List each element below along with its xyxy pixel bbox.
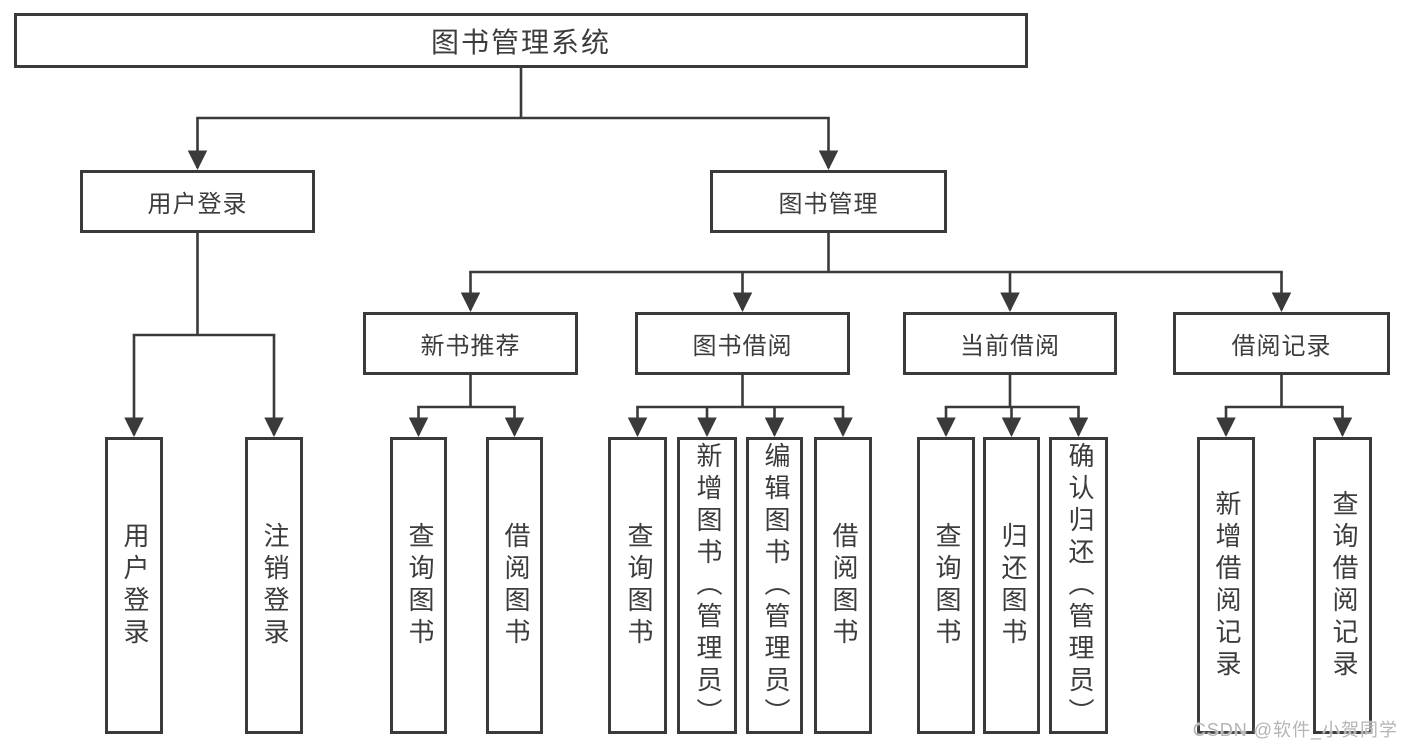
connector-user-login-children — [124, 233, 284, 437]
connector-book-management-children — [460, 233, 1292, 312]
node-book-management: 图书管理 — [710, 170, 947, 233]
leaf-borrow-books-recommend: 借阅图书 — [486, 437, 543, 734]
node-borrowing-records: 借阅记录 — [1173, 312, 1390, 375]
connector-borrowing-records-children — [1216, 375, 1353, 437]
leaf-add-borrow-record: 新增借阅记录 — [1197, 437, 1255, 734]
node-current-borrowing: 当前借阅 — [903, 312, 1117, 375]
node-library-system: 图书管理系统 — [14, 13, 1028, 68]
leaf-borrow-books: 借阅图书 — [814, 437, 872, 734]
csdn-watermark: CSDN @软件_小贺同学 — [1192, 720, 1398, 740]
connector-book-borrowing-children — [627, 375, 853, 437]
leaf-confirm-return-admin: 确认归还（管理员） — [1049, 437, 1108, 734]
node-book-borrowing: 图书借阅 — [635, 312, 850, 375]
leaf-user-login: 用户登录 — [105, 437, 163, 734]
connector-new-book-children — [408, 375, 525, 437]
node-user-login: 用户登录 — [80, 170, 315, 233]
leaf-return-books: 归还图书 — [983, 437, 1040, 734]
node-new-book-recommendation: 新书推荐 — [363, 312, 578, 375]
leaf-add-books-admin: 新增图书（管理员） — [677, 437, 737, 734]
connector-root-to-level2 — [187, 68, 839, 170]
leaf-query-books-current: 查询图书 — [917, 437, 975, 734]
leaf-edit-books-admin: 编辑图书（管理员） — [746, 437, 803, 734]
leaf-logout: 注销登录 — [245, 437, 303, 734]
leaf-query-books-recommend: 查询图书 — [390, 437, 447, 734]
leaf-query-books-borrowing: 查询图书 — [608, 437, 667, 734]
connector-current-borrowing-children — [936, 375, 1089, 437]
leaf-query-borrow-record: 查询借阅记录 — [1313, 437, 1372, 734]
